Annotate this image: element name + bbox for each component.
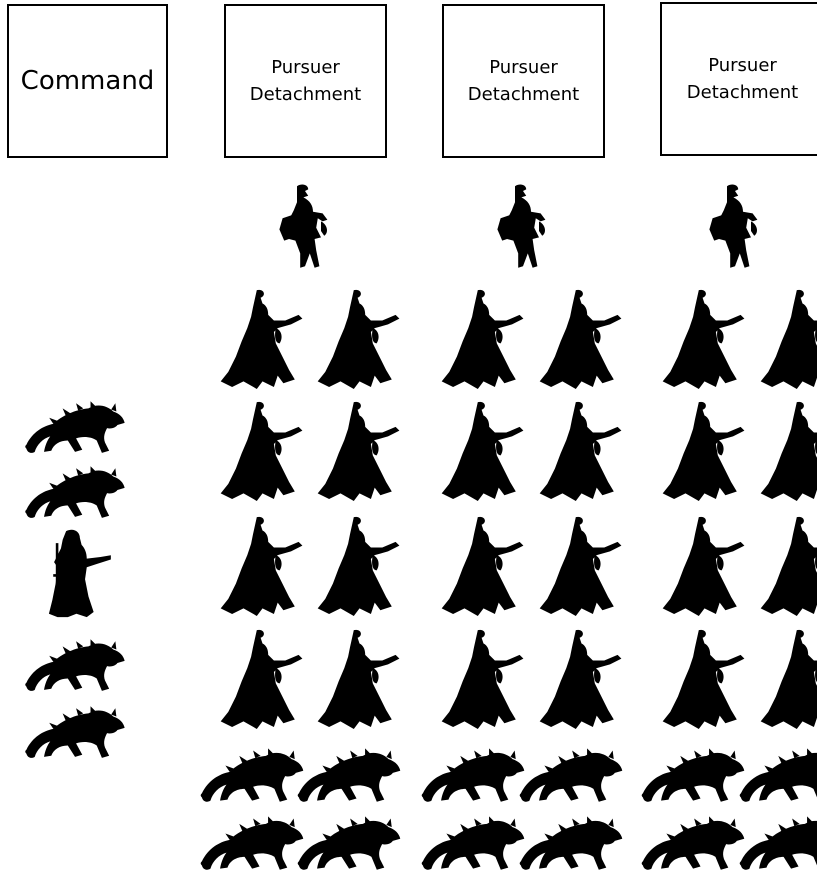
detachment-label-line2: Detachment bbox=[249, 84, 362, 105]
armored-champion-icon bbox=[695, 172, 775, 282]
hound-beast-icon bbox=[20, 633, 128, 695]
cloaked-warrior-icon bbox=[215, 628, 310, 733]
cloaked-warrior-icon bbox=[755, 400, 817, 505]
hound-beast-icon bbox=[196, 810, 306, 874]
hound-beast-icon bbox=[637, 810, 747, 874]
detachment-label-line1: Pursuer bbox=[489, 57, 558, 78]
cloaked-warrior-icon bbox=[312, 515, 407, 620]
cloaked-warrior-icon bbox=[534, 628, 629, 733]
hound-beast-icon bbox=[735, 810, 817, 874]
cloaked-warrior-icon bbox=[755, 515, 817, 620]
hound-beast-icon bbox=[417, 742, 527, 806]
cloaked-warrior-icon bbox=[312, 628, 407, 733]
cloaked-warrior-icon bbox=[436, 628, 531, 733]
command-box: Command bbox=[7, 4, 168, 158]
hound-beast-icon bbox=[515, 810, 625, 874]
hound-beast-icon bbox=[20, 700, 128, 762]
cloaked-warrior-icon bbox=[436, 515, 531, 620]
hound-beast-icon bbox=[735, 742, 817, 806]
hound-beast-icon bbox=[515, 742, 625, 806]
hound-beast-icon bbox=[20, 460, 128, 522]
cloaked-warrior-icon bbox=[534, 288, 629, 393]
cloaked-warrior-icon bbox=[657, 288, 752, 393]
hound-beast-icon bbox=[293, 742, 403, 806]
hound-beast-icon bbox=[20, 395, 128, 457]
cloaked-warrior-icon bbox=[312, 400, 407, 505]
hound-beast-icon bbox=[293, 810, 403, 874]
hound-beast-icon bbox=[637, 742, 747, 806]
cloaked-warrior-icon bbox=[215, 515, 310, 620]
detachment-label-line1: Pursuer bbox=[271, 57, 340, 78]
pursuer-detachment-box-2: Pursuer Detachment bbox=[442, 4, 605, 158]
cloaked-warrior-icon bbox=[755, 288, 817, 393]
detachment-label-line2: Detachment bbox=[467, 84, 580, 105]
command-label: Command bbox=[20, 66, 155, 96]
cloaked-warrior-icon bbox=[534, 515, 629, 620]
pursuer-detachment-box-3: Pursuer Detachment bbox=[660, 2, 817, 156]
cloaked-warrior-icon bbox=[436, 288, 531, 393]
cloaked-warrior-icon bbox=[215, 400, 310, 505]
robed-leader-icon bbox=[30, 525, 116, 625]
hound-beast-icon bbox=[196, 742, 306, 806]
cloaked-warrior-icon bbox=[215, 288, 310, 393]
cloaked-warrior-icon bbox=[657, 400, 752, 505]
hound-beast-icon bbox=[417, 810, 527, 874]
cloaked-warrior-icon bbox=[436, 400, 531, 505]
cloaked-warrior-icon bbox=[755, 628, 817, 733]
cloaked-warrior-icon bbox=[312, 288, 407, 393]
detachment-label-line2: Detachment bbox=[686, 82, 799, 103]
armored-champion-icon bbox=[483, 172, 563, 282]
armored-champion-icon bbox=[265, 172, 345, 282]
cloaked-warrior-icon bbox=[657, 515, 752, 620]
pursuer-detachment-box-1: Pursuer Detachment bbox=[224, 4, 387, 158]
detachment-label-line1: Pursuer bbox=[708, 55, 777, 76]
cloaked-warrior-icon bbox=[534, 400, 629, 505]
cloaked-warrior-icon bbox=[657, 628, 752, 733]
